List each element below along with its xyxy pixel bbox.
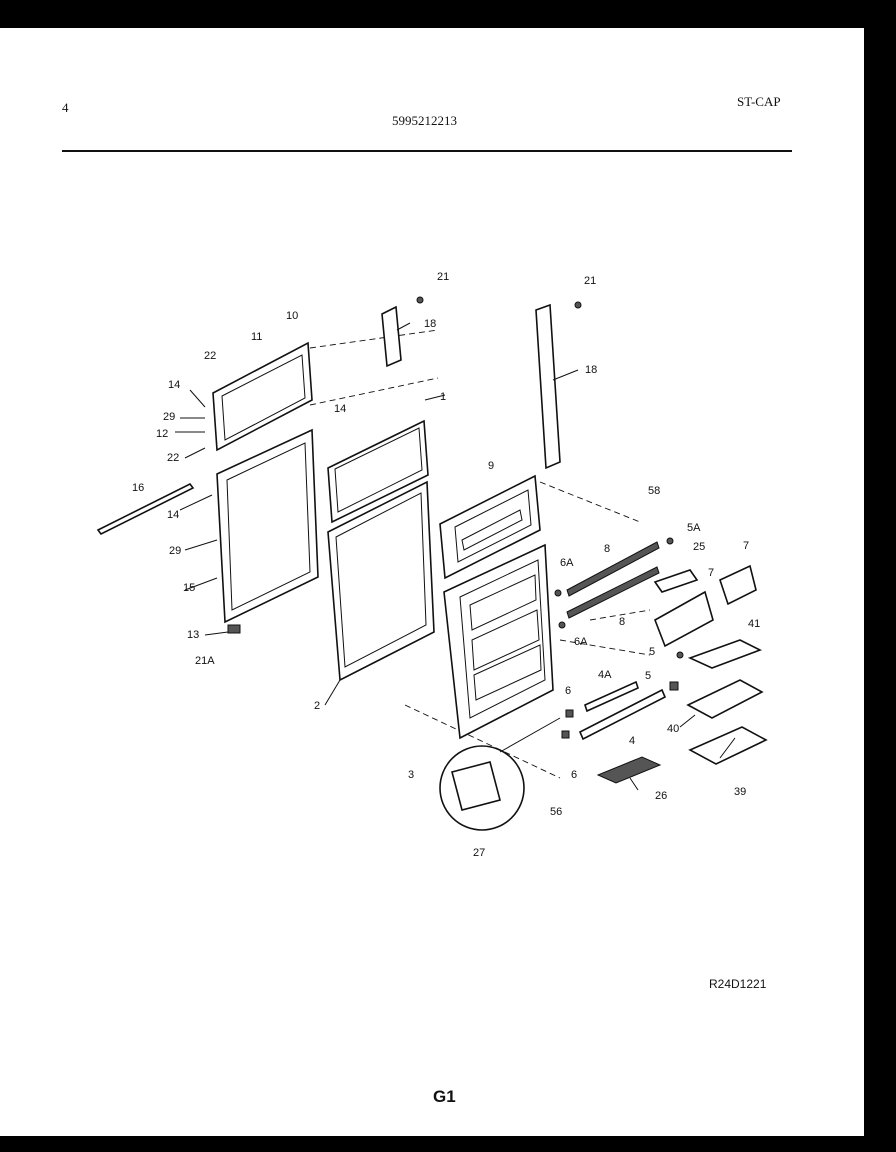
callout-29: 29 <box>163 411 175 423</box>
callout-56: 56 <box>550 806 562 818</box>
callout-26: 26 <box>655 790 667 802</box>
callout-7: 7 <box>708 567 714 579</box>
tray-40 <box>686 679 764 719</box>
leader-lines <box>175 322 736 791</box>
callout-25: 25 <box>693 541 705 553</box>
callout-5: 5 <box>645 670 651 682</box>
callout-8: 8 <box>604 543 610 555</box>
tray-39 <box>688 726 768 765</box>
page-number: 4 <box>62 100 69 115</box>
door-bin-lower <box>654 590 714 648</box>
detail-inset <box>439 717 561 831</box>
callout-labels: 21 21 10 18 11 22 18 14 1 14 29 12 22 9 … <box>132 271 760 859</box>
callout-27: 27 <box>473 847 485 859</box>
callout-1: 1 <box>440 391 446 403</box>
fresh-food-gasket <box>327 480 435 682</box>
callout-21A: 21A <box>195 655 215 667</box>
callout-21: 21 <box>584 275 596 287</box>
callout-7: 7 <box>743 540 749 552</box>
callout-6: 6 <box>571 769 577 781</box>
callout-14: 14 <box>167 509 179 521</box>
tray-41 <box>687 639 762 669</box>
callout-4A: 4A <box>598 669 612 681</box>
callout-14: 14 <box>168 379 180 391</box>
callout-6: 6 <box>565 685 571 697</box>
callout-5: 5 <box>649 646 655 658</box>
fresh-food-door-liner <box>443 543 554 740</box>
shelf-rail-lower <box>566 566 660 619</box>
freezer-door-frame <box>212 341 313 452</box>
freezer-door-liner <box>439 474 541 580</box>
door-handle <box>96 482 195 536</box>
callout-41: 41 <box>748 618 760 630</box>
shelf-rail-upper <box>566 541 660 597</box>
drawing-id: R24D1221 <box>709 977 767 991</box>
callout-58: 58 <box>648 485 660 497</box>
callout-11: 11 <box>251 331 262 343</box>
callout-12: 12 <box>156 428 168 440</box>
callout-18: 18 <box>585 364 597 376</box>
callout-22: 22 <box>204 350 216 362</box>
callout-10: 10 <box>286 310 298 322</box>
ice-tray <box>596 756 662 784</box>
callout-5A: 5A <box>687 522 701 534</box>
callout-29: 29 <box>169 545 181 557</box>
callout-13: 13 <box>187 629 199 641</box>
callout-6A: 6A <box>560 557 574 569</box>
callout-8: 8 <box>619 616 625 628</box>
butter-lid <box>653 569 699 593</box>
trim-strip-upper <box>381 305 402 368</box>
part-number: 5995212213 <box>392 113 457 128</box>
section-label: G1 <box>433 1087 456 1106</box>
callout-40: 40 <box>667 723 679 735</box>
callout-39: 39 <box>734 786 746 798</box>
header-rule <box>62 150 792 152</box>
callout-22: 22 <box>167 452 179 464</box>
callout-6A: 6A <box>574 636 588 648</box>
hardware-parts <box>227 296 684 739</box>
callout-14: 14 <box>334 403 346 415</box>
alignment-lines <box>309 329 651 779</box>
callout-3: 3 <box>408 769 414 781</box>
rail-4a <box>584 680 639 713</box>
freezer-gasket <box>327 419 429 524</box>
callout-21: 21 <box>437 271 449 283</box>
trim-strip-tall <box>535 303 561 470</box>
callout-18: 18 <box>424 318 436 330</box>
rail-4 <box>578 688 667 741</box>
fresh-food-door-frame <box>216 428 319 624</box>
callout-4: 4 <box>629 735 635 747</box>
callout-2: 2 <box>314 700 320 712</box>
callout-15: 15 <box>183 582 195 594</box>
callout-16: 16 <box>132 482 144 494</box>
callout-9: 9 <box>488 460 494 472</box>
door-bin-upper <box>719 564 757 606</box>
model-code: ST-CAP <box>737 94 781 109</box>
